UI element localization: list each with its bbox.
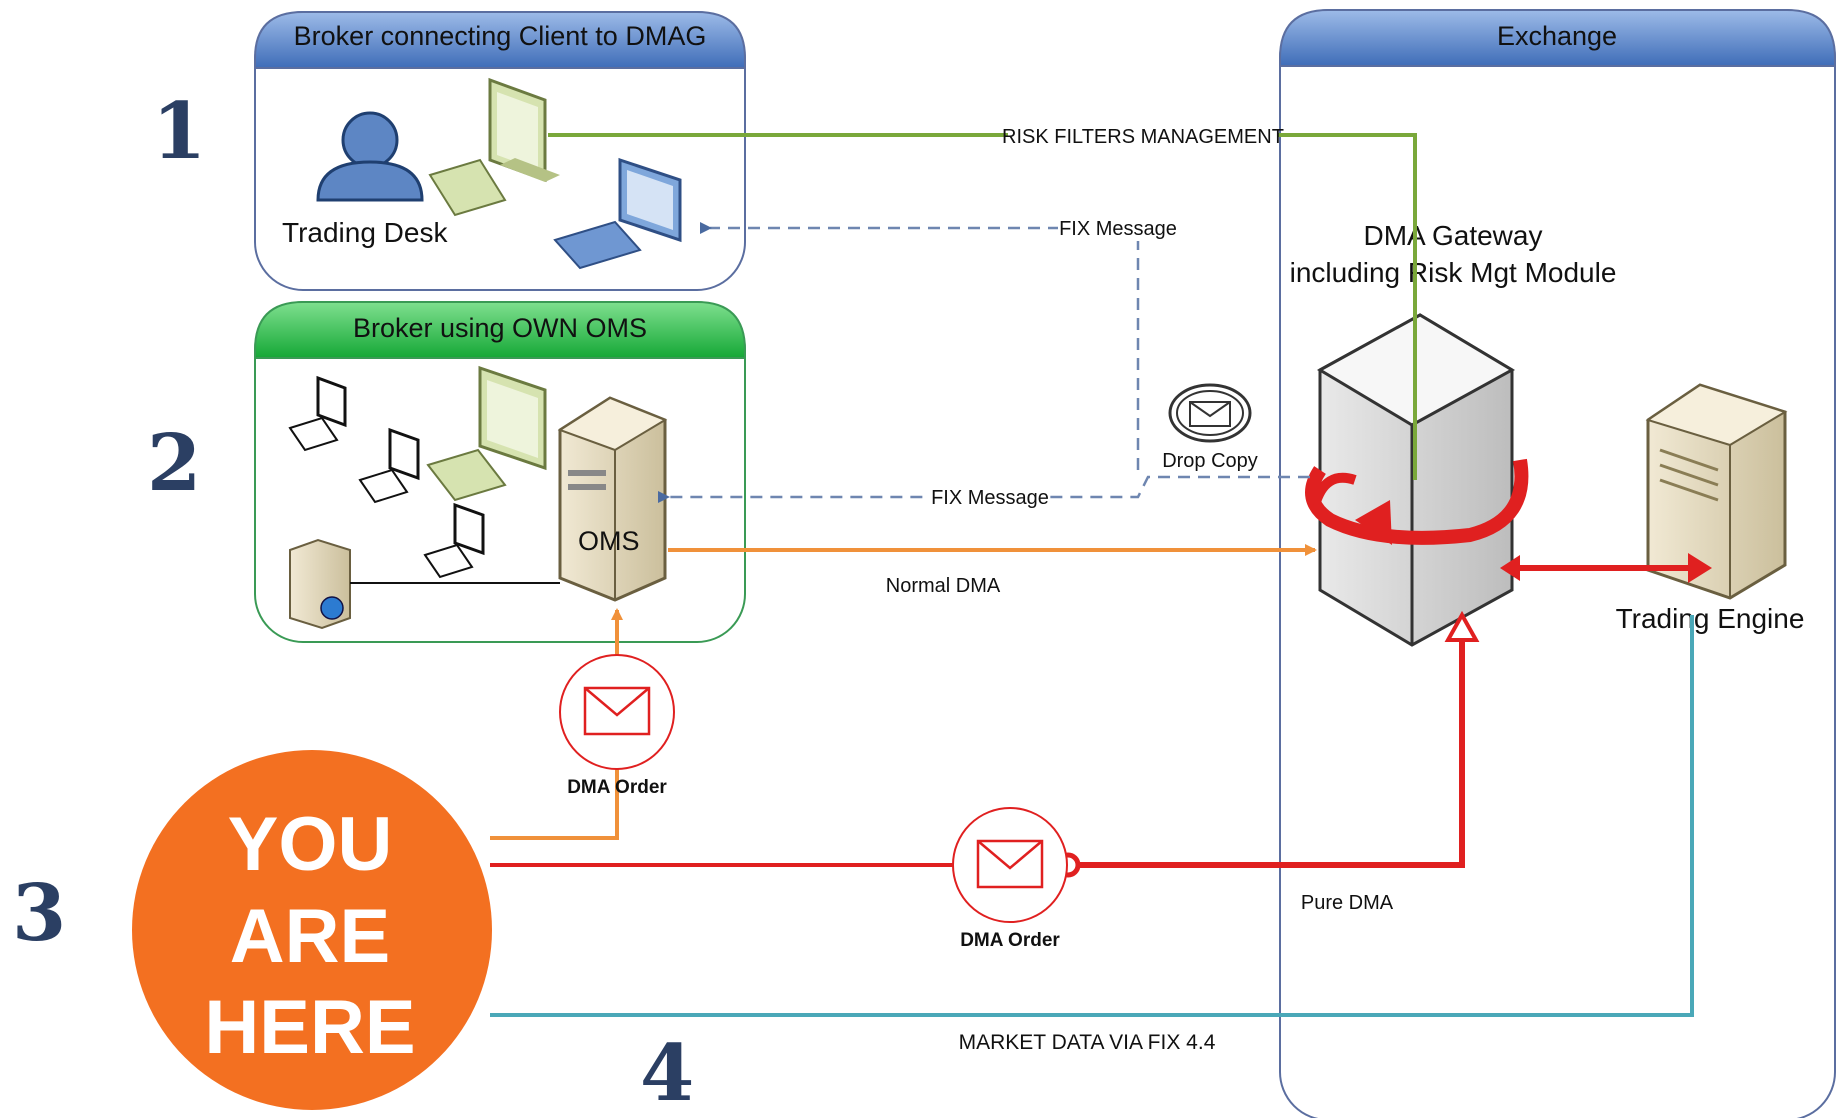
normal-dma-connector: Normal DMA: [668, 544, 1317, 597]
panel-broker-dmag: Broker connecting Client to DMAG Trading…: [254, 11, 746, 291]
workstation-icon: [288, 375, 347, 452]
gateway-engine-connector: [1500, 553, 1712, 583]
dma-gateway-sublabel: including Risk Mgt Module: [1290, 257, 1617, 288]
fix-message-top-label: FIX Message: [1059, 218, 1177, 240]
trading-engine-label: Trading Engine: [1616, 603, 1805, 634]
risk-cycle-icon: [1305, 458, 1529, 545]
keyboard-icon: [426, 448, 507, 502]
step-number-4: 4: [640, 1028, 694, 1118]
monitor-icon: [618, 157, 682, 243]
market-data-label: MARKET DATA VIA FIX 4.4: [959, 1031, 1216, 1054]
normal-dma-label: Normal DMA: [886, 575, 1001, 597]
step-number-3: 3: [12, 868, 66, 959]
dma-gateway-label: DMA Gateway: [1364, 220, 1543, 251]
workstation-icon: [358, 427, 420, 504]
pure-dma-connector: DMA Order Pure DMA: [490, 610, 1480, 951]
keyboard-icon: [553, 220, 642, 270]
fix-message-mid-connector: FIX Message: [658, 475, 1310, 510]
monitor-icon: [488, 77, 560, 183]
oms-server-icon: [557, 396, 668, 602]
monitor-icon: [478, 365, 547, 471]
dma-order-to-oms-connector: DMA Order: [490, 608, 675, 840]
risk-filters-connector: RISK FILTERS MANAGEMENT: [548, 120, 1417, 480]
panel-exchange-title: Exchange: [1497, 21, 1617, 51]
trading-desk-label: Trading Desk: [282, 217, 448, 248]
panel-own-oms-title: Broker using OWN OMS: [353, 313, 647, 343]
dma-order-label-1: DMA Order: [567, 777, 667, 798]
panel-own-oms: Broker using OWN OMS: [254, 301, 746, 643]
panel-broker-dmag-title: Broker connecting Client to DMAG: [294, 21, 707, 51]
person-icon: [316, 111, 424, 202]
drop-copy-label: Drop Copy: [1162, 450, 1258, 472]
you-label: YOU: [228, 802, 393, 887]
fix-message-mid-label: FIX Message: [931, 487, 1049, 509]
step-number-1: 1: [152, 86, 206, 177]
are-label: ARE: [230, 894, 390, 979]
risk-filters-label: RISK FILTERS MANAGEMENT: [1002, 126, 1284, 148]
here-label: HERE: [204, 985, 415, 1070]
pure-dma-label: Pure DMA: [1301, 892, 1394, 914]
dma-order-label-2: DMA Order: [960, 930, 1060, 951]
trading-engine-icon: [1645, 383, 1788, 600]
you-are-here-badge: YOU ARE HERE: [132, 750, 492, 1110]
panel-exchange: Exchange DMA Gateway including Risk Mgt …: [1279, 9, 1836, 1118]
oms-label: OMS: [578, 526, 640, 556]
workstation-icon: [423, 502, 485, 579]
fix-message-top-connector: FIX Message: [700, 213, 1178, 470]
market-data-connector: MARKET DATA VIA FIX 4.4: [490, 615, 1694, 1054]
drop-copy: Drop Copy: [1162, 383, 1258, 472]
keyboard-icon: [428, 158, 507, 217]
web-server-icon: [289, 538, 351, 630]
step-number-2: 2: [147, 418, 201, 509]
